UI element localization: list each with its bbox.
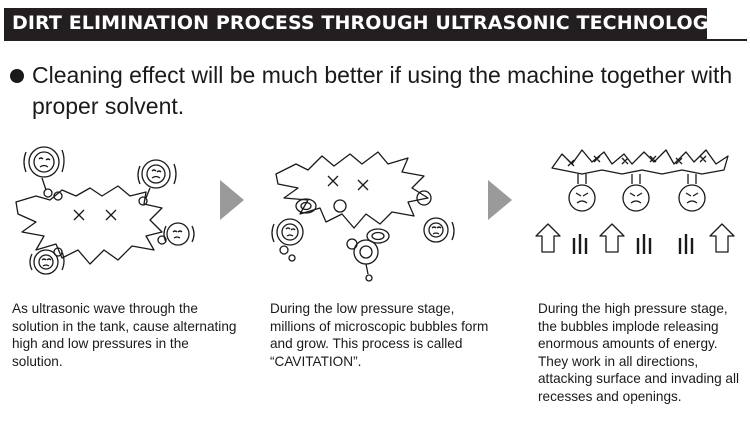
imploding-bubble-right-icon [678, 174, 706, 212]
dirt-blob [275, 151, 429, 229]
title-background [4, 8, 707, 41]
title-underline [707, 39, 747, 41]
dirt-shaking-illustration [15, 146, 195, 275]
bullet-icon [10, 69, 24, 83]
upward-force-arrows-icon [535, 223, 735, 253]
title-banner: DIRT ELIMINATION PROCESS THROUGH ULTRASO… [0, 0, 750, 44]
dirt-particle-top-right-icon [137, 159, 177, 206]
page-title: DIRT ELIMINATION PROCESS THROUGH ULTRASO… [12, 12, 722, 34]
intro-text: Cleaning effect will be much better if u… [32, 62, 733, 119]
dirt-blob [15, 185, 163, 265]
next-step-arrow-icon [488, 180, 512, 220]
dirt-particle-right-icon [423, 217, 455, 243]
bubble-with-dirt-icon [353, 239, 379, 282]
step-1-caption: As ultrasonic wave through the solution … [12, 301, 237, 369]
dirt-particle-top-left-icon [23, 146, 65, 201]
splash-row [551, 149, 729, 175]
imploding-bubble-middle-icon [622, 174, 650, 212]
next-step-arrow-icon [220, 180, 244, 220]
step-2-caption: During the low pressure stage, millions … [270, 301, 489, 369]
bubble-implosion-illustration [535, 149, 735, 254]
imploding-bubble-left-icon [568, 174, 596, 212]
dirt-particle-right-icon [157, 222, 195, 246]
vibration-bars-icon [572, 234, 694, 254]
cavitation-bubbles-illustration [271, 151, 455, 282]
dirt-particle-left-icon [271, 218, 304, 262]
step-3-caption: During the high pressure stage, the bubb… [538, 301, 740, 404]
dirt-particle-bottom-left-icon [29, 247, 65, 275]
